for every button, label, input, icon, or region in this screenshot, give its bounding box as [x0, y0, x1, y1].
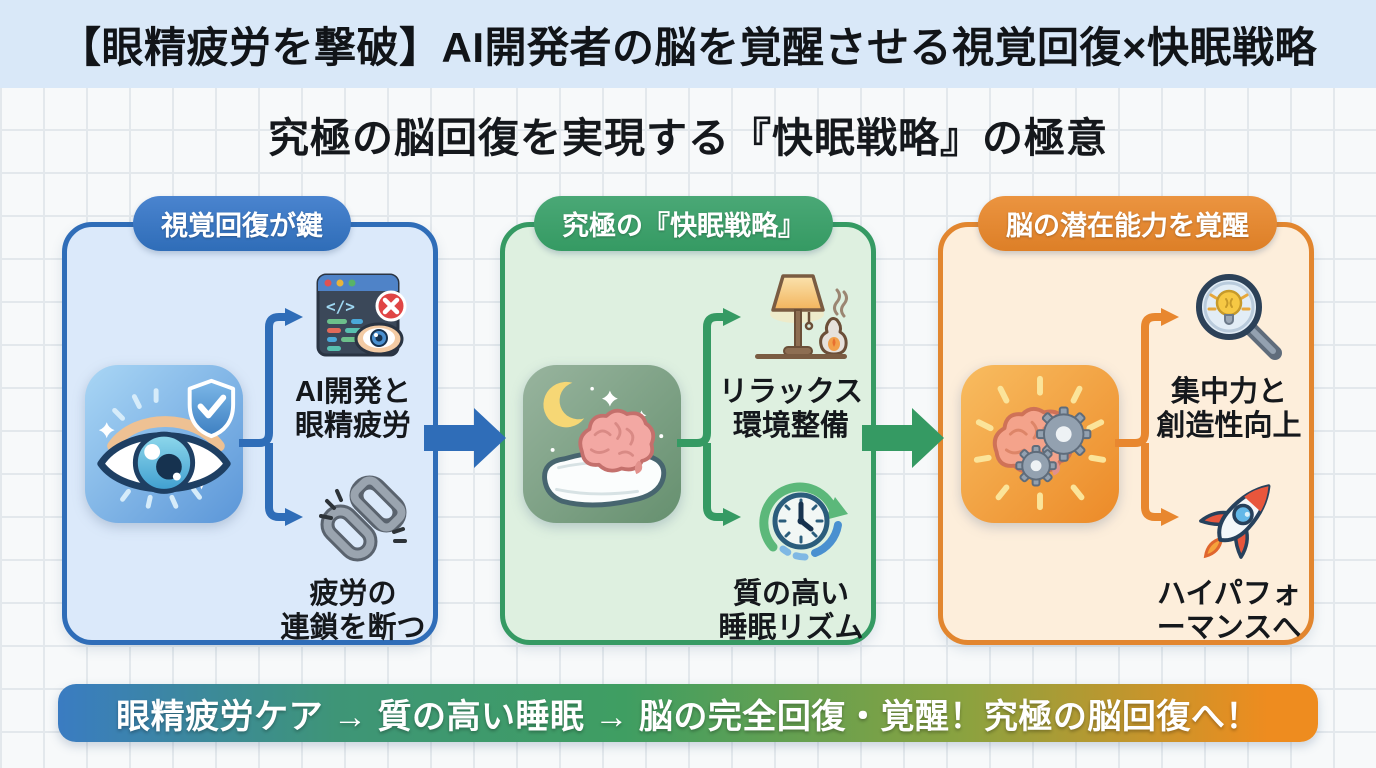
branch-label-sleep-rhythm: 質の高い 睡眠リズム	[718, 578, 864, 645]
clock-cycle-icon	[751, 471, 851, 567]
footer-banner: 眼精疲労ケア → 質の高い睡眠 → 脳の完全回復・覚醒！究極の脳回復へ！	[58, 684, 1318, 742]
panel-brain-awakening-badge: 脳の潜在能力を覚醒	[978, 196, 1277, 251]
magnifier-bulb-icon	[1189, 269, 1289, 365]
broken-chain-icon	[313, 471, 413, 567]
brain-gears-icon	[961, 365, 1119, 523]
footer-text: 眼精疲労ケア → 質の高い睡眠 → 脳の完全回復・覚醒！究極の脳回復へ！	[116, 697, 1260, 736]
code-window-eye-icon: </>	[313, 269, 413, 365]
title-band: 【眼精疲労を撃破】AI開発者の脳を覚醒させる視覚回復×快眠戦略	[0, 0, 1376, 88]
panel-sleep-strategy-badge: 究極の『快眠戦略』	[534, 196, 833, 251]
page-subtitle: 究極の脳回復を実現する『快眠戦略』の極意	[268, 115, 1108, 161]
branch-label-focus-creativity: 集中力と 創造性向上	[1156, 376, 1302, 443]
branch-label-ai-dev: AI開発と 眼精疲労	[294, 376, 411, 443]
branch-connector-green	[677, 308, 741, 526]
branch-connector-orange	[1115, 308, 1179, 526]
page-title: 【眼精疲労を撃破】AI開発者の脳を覚醒させる視覚回復×快眠戦略	[58, 23, 1318, 71]
rocket-icon	[1189, 471, 1289, 567]
branch-connector-blue	[239, 308, 303, 526]
flow-arrow-sleep-to-brain	[862, 408, 944, 468]
svg-text:</>: </>	[326, 297, 355, 316]
branch-label-high-performance: ハイパフォ ーマンスへ	[1156, 578, 1302, 645]
brain-pillow-icon	[523, 365, 681, 523]
lamp-aroma-icon	[751, 269, 851, 365]
eye-shield-icon	[85, 365, 243, 523]
panel-sleep-strategy: 究極の『快眠戦略』	[500, 196, 876, 645]
branch-label-break-fatigue: 疲労の 連鎖を断つ	[280, 578, 426, 645]
panel-visual-recovery: 視覚回復が鍵	[62, 196, 438, 645]
branch-label-relax-env: リラックス 環境整備	[718, 376, 864, 443]
panel-brain-awakening: 脳の潜在能力を覚醒	[938, 196, 1314, 645]
panel-visual-recovery-badge: 視覚回復が鍵	[133, 196, 351, 251]
flow-arrow-eye-to-sleep	[424, 408, 506, 468]
